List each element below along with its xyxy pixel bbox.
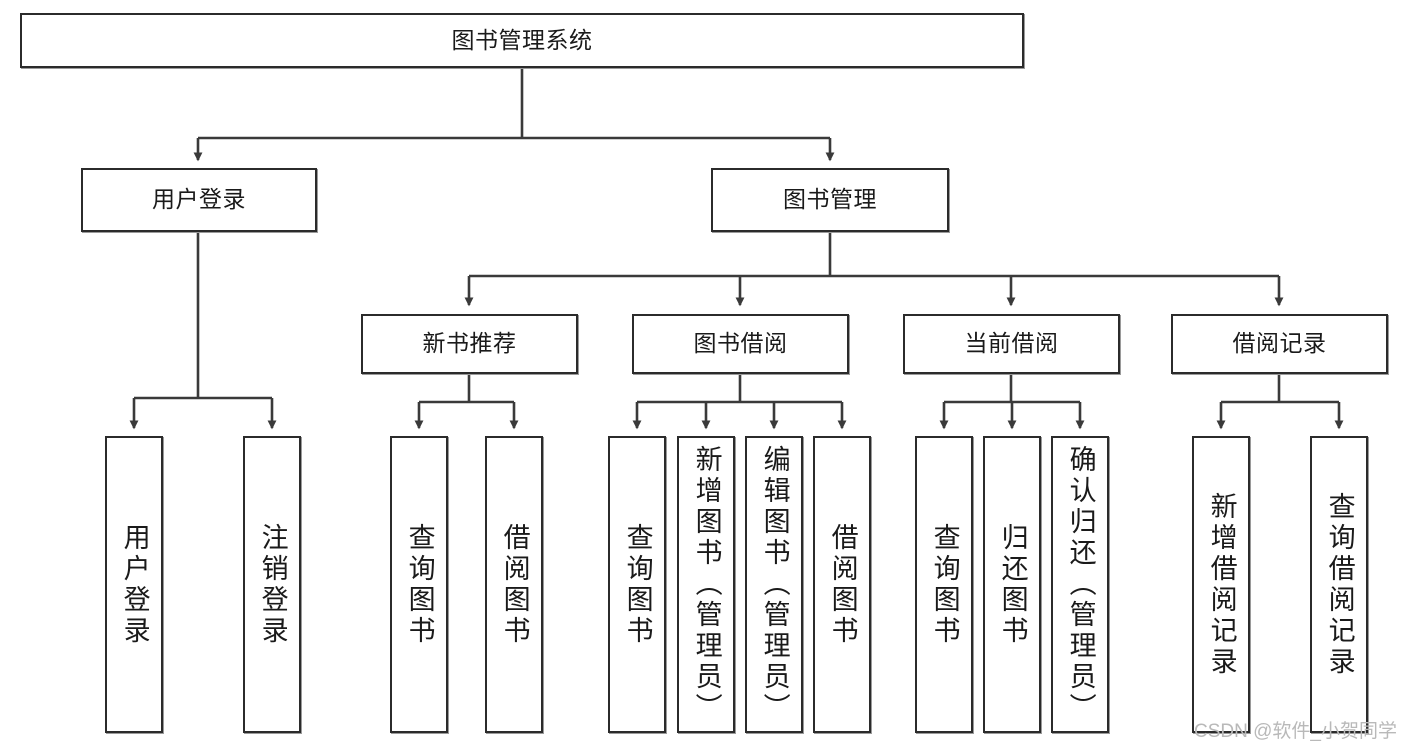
- node-book-borrow[interactable]: 图书借阅: [632, 314, 849, 374]
- node-user-login[interactable]: 用户登录: [81, 168, 317, 232]
- node-label: 新增图书（管理员）: [691, 445, 722, 724]
- node-label: 编辑图书（管理员）: [759, 445, 790, 724]
- node-root-book-management-system[interactable]: 图书管理系统: [20, 13, 1024, 68]
- leaf-borrow-add-book-admin[interactable]: 新增图书（管理员）: [677, 436, 735, 733]
- csdn-watermark: CSDN @软件_小贺同学: [1194, 721, 1397, 742]
- node-label: 图书管理系统: [451, 26, 593, 53]
- leaf-recommend-query-book[interactable]: 查询图书: [390, 436, 448, 733]
- node-label: 新增借阅记录: [1206, 491, 1237, 678]
- leaf-user-login-signin[interactable]: 用户登录: [105, 436, 163, 733]
- leaf-current-return-book[interactable]: 归还图书: [983, 436, 1041, 733]
- node-label: 图书管理: [783, 186, 877, 213]
- leaf-current-query-book[interactable]: 查询图书: [915, 436, 973, 733]
- node-label: 借阅记录: [1232, 330, 1327, 357]
- leaf-record-query-borrow-record[interactable]: 查询借阅记录: [1310, 436, 1368, 733]
- node-label: 用户登录: [152, 186, 246, 213]
- node-label: 查询图书: [929, 522, 960, 647]
- node-label: 图书借阅: [693, 330, 788, 357]
- node-label: 查询图书: [404, 522, 435, 647]
- node-label: 归还图书: [997, 522, 1028, 647]
- node-label: 查询图书: [622, 522, 653, 647]
- node-current-borrow[interactable]: 当前借阅: [903, 314, 1120, 374]
- leaf-user-login-signout[interactable]: 注销登录: [243, 436, 301, 733]
- leaf-borrow-edit-book-admin[interactable]: 编辑图书（管理员）: [745, 436, 803, 733]
- node-borrow-record[interactable]: 借阅记录: [1171, 314, 1388, 374]
- node-label: 查询借阅记录: [1324, 491, 1355, 678]
- node-label: 注销登录: [257, 522, 288, 647]
- leaf-recommend-borrow-book[interactable]: 借阅图书: [485, 436, 543, 733]
- node-label: 新书推荐: [422, 330, 517, 357]
- leaf-borrow-borrow-book[interactable]: 借阅图书: [813, 436, 871, 733]
- node-label: 当前借阅: [964, 330, 1059, 357]
- node-label: 借阅图书: [827, 522, 858, 647]
- leaf-borrow-query-book[interactable]: 查询图书: [608, 436, 666, 733]
- node-book-management[interactable]: 图书管理: [711, 168, 949, 232]
- node-label: 借阅图书: [499, 522, 530, 647]
- leaf-record-add-borrow-record[interactable]: 新增借阅记录: [1192, 436, 1250, 733]
- leaf-current-confirm-return-admin[interactable]: 确认归还（管理员）: [1051, 436, 1109, 733]
- node-new-book-recommendation[interactable]: 新书推荐: [361, 314, 578, 374]
- node-label: 确认归还（管理员）: [1065, 445, 1096, 724]
- node-label: 用户登录: [119, 522, 150, 647]
